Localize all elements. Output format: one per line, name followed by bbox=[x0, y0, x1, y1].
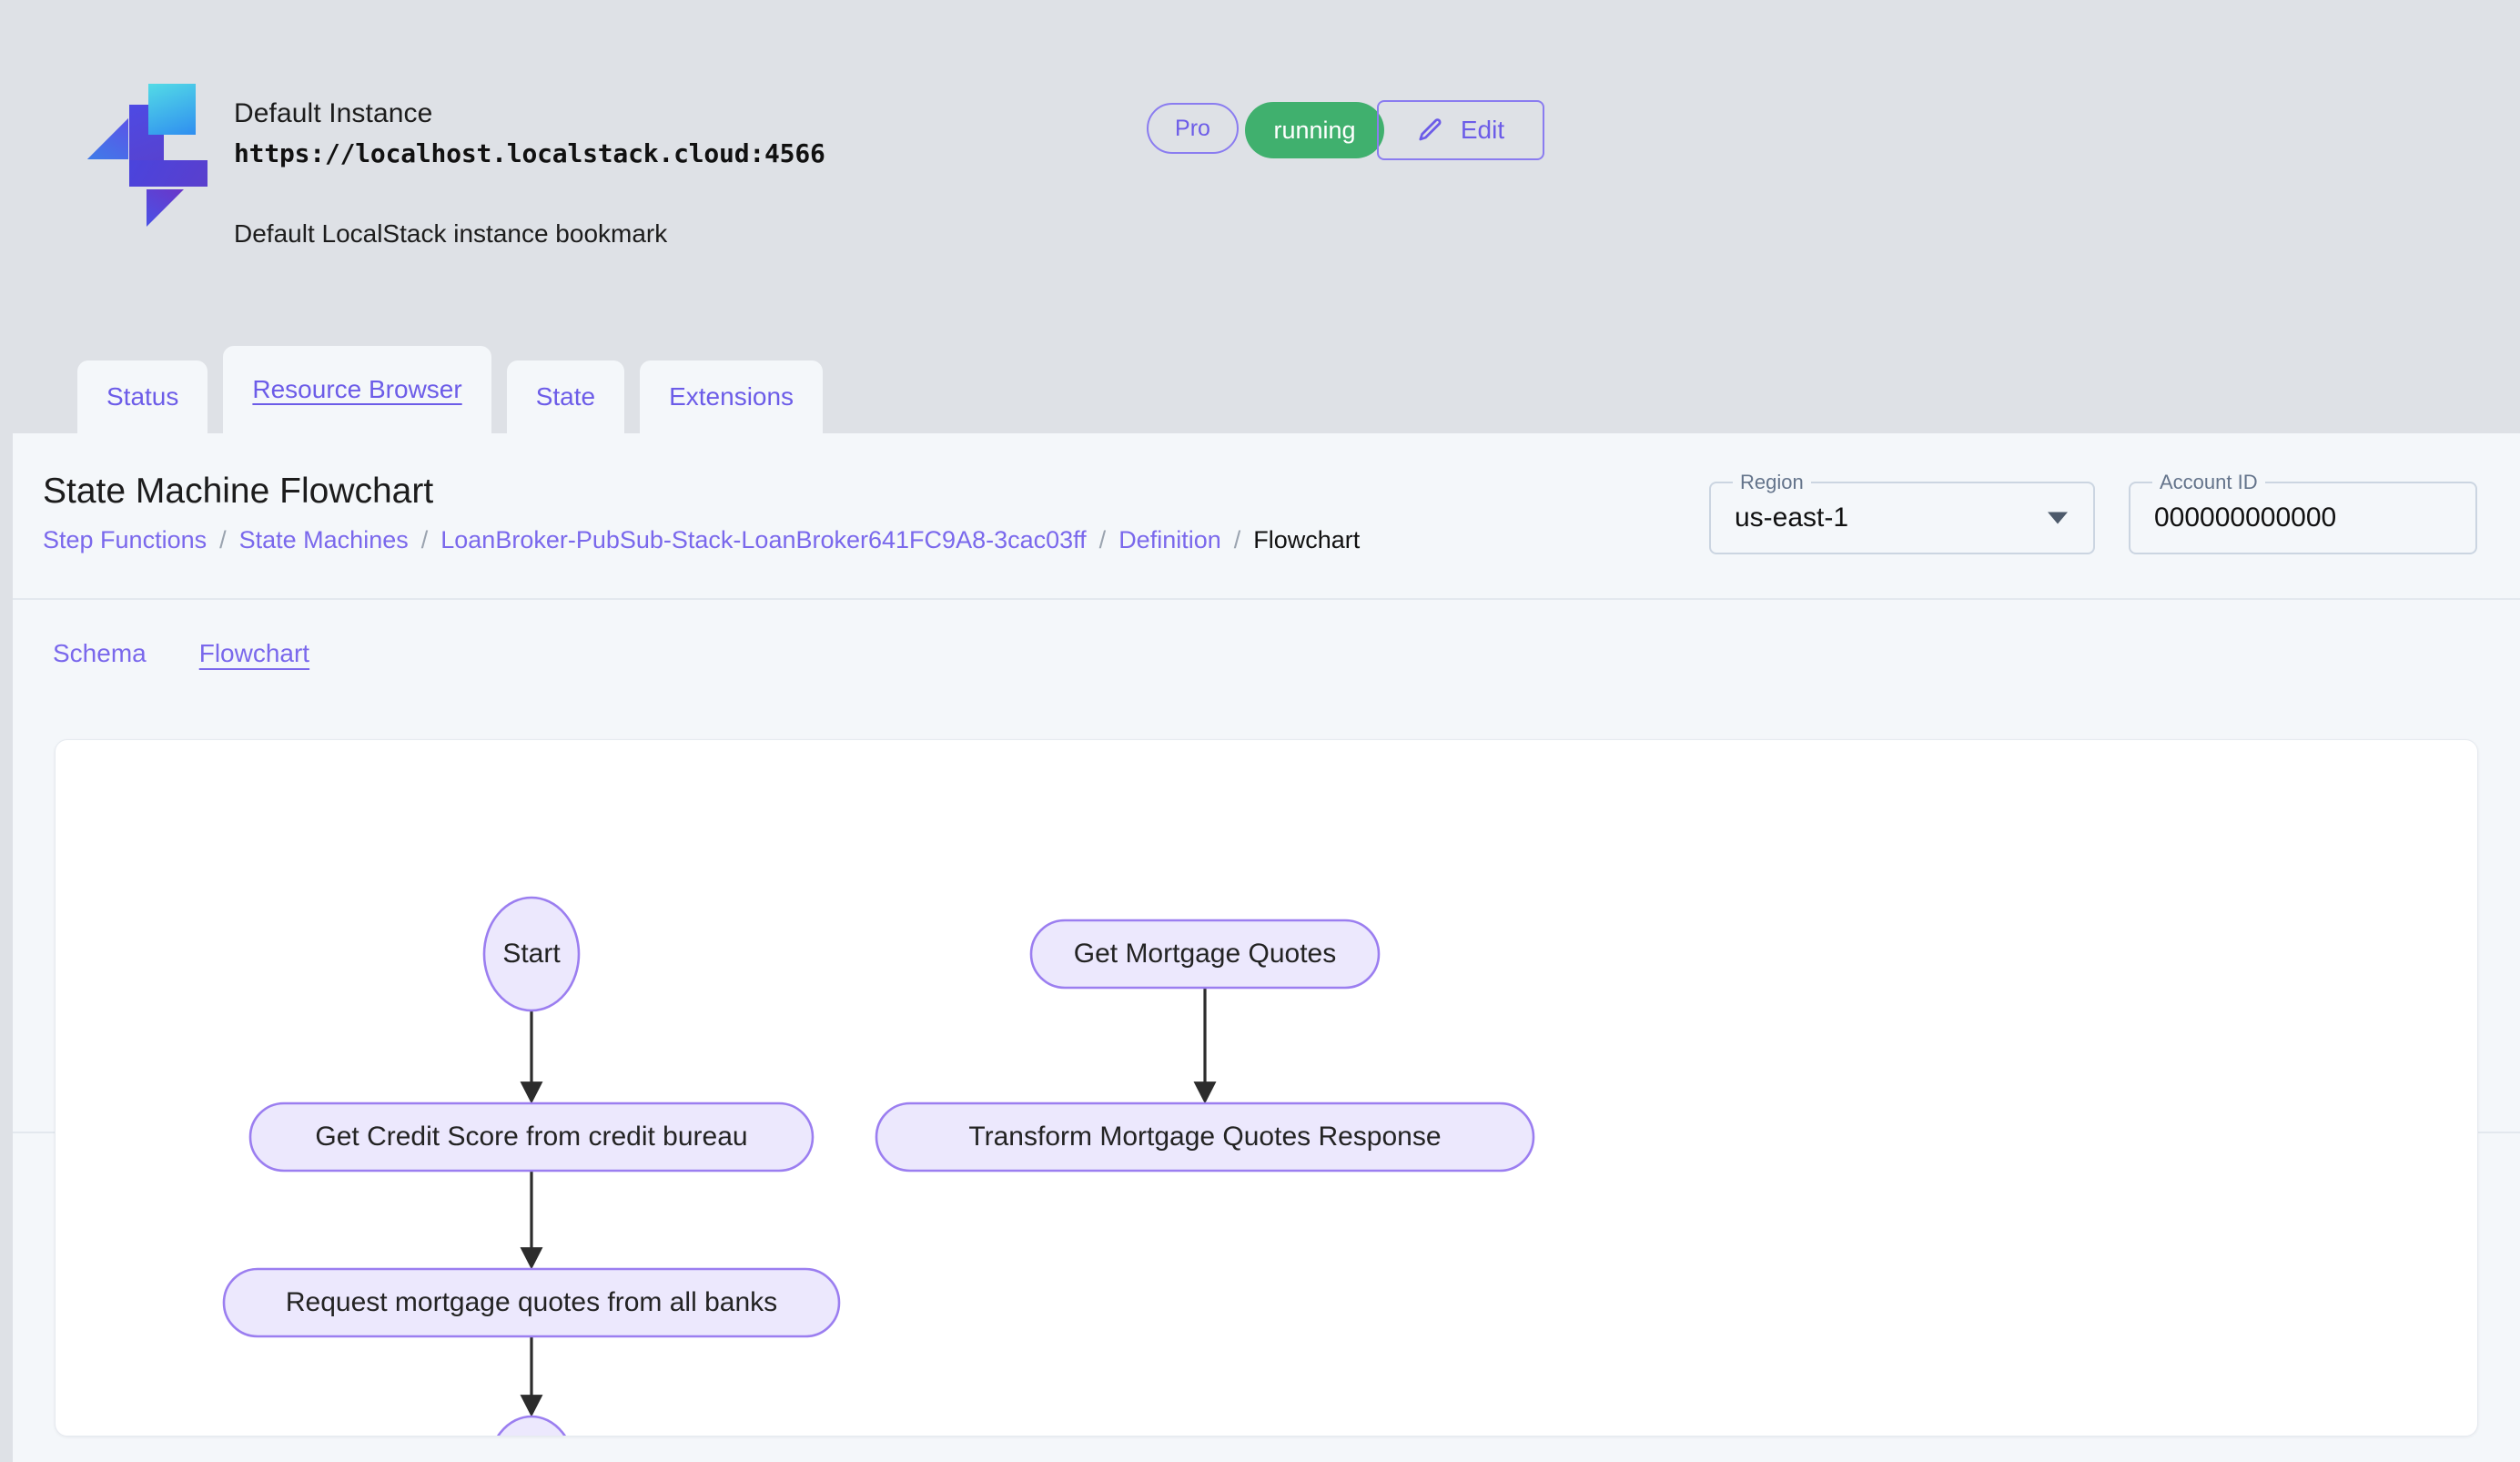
breadcrumb-state-machines[interactable]: State Machines bbox=[238, 526, 409, 553]
flow-node-label: Transform Mortgage Quotes Response bbox=[968, 1122, 1441, 1152]
tab-extensions[interactable]: Extensions bbox=[640, 360, 824, 433]
chevron-down-icon[interactable] bbox=[2048, 512, 2068, 524]
breadcrumb: Step Functions / State Machines / LoanBr… bbox=[43, 526, 1360, 554]
breadcrumb-separator: / bbox=[1233, 526, 1241, 553]
breadcrumb-separator: / bbox=[219, 526, 227, 553]
instance-endpoint-url: https://localhost.localstack.cloud:4566 bbox=[234, 138, 825, 168]
flow-node-label: Get Mortgage Quotes bbox=[1074, 939, 1337, 969]
flow-node[interactable]: Get Mortgage Quotes bbox=[1029, 919, 1381, 990]
flow-edges bbox=[520, 988, 1217, 1417]
instance-name: Default Instance bbox=[234, 98, 433, 128]
flow-node-shape bbox=[248, 1102, 815, 1173]
flow-node-label: Start bbox=[502, 939, 561, 969]
sub-tab-strip: Schema Flowchart bbox=[53, 639, 309, 668]
flow-node-label: Get Credit Score from credit bureau bbox=[315, 1122, 747, 1152]
flow-node[interactable]: Get Credit Score from credit bureau bbox=[248, 1102, 815, 1173]
logo-l-foot bbox=[129, 160, 207, 187]
tab-status[interactable]: Status bbox=[77, 360, 208, 433]
region-label: Region bbox=[1733, 471, 1811, 494]
breadcrumb-separator: / bbox=[1098, 526, 1107, 553]
flow-node-shape bbox=[1029, 919, 1381, 990]
edit-button[interactable]: Edit bbox=[1377, 100, 1544, 160]
flow-node[interactable]: Request mortgage quotes from all banks bbox=[222, 1267, 841, 1338]
flow-node-shape bbox=[222, 1267, 841, 1338]
page-title: State Machine Flowchart bbox=[43, 472, 434, 511]
flow-node-shape bbox=[482, 896, 581, 1012]
pencil-icon bbox=[1417, 117, 1444, 144]
logo-triangle-lower bbox=[147, 189, 184, 227]
flow-node-shape bbox=[496, 1415, 567, 1436]
flow-node[interactable]: Transform Mortgage Quotes Response bbox=[875, 1102, 1535, 1173]
flow-node-label: Request mortgage quotes from all banks bbox=[286, 1287, 777, 1317]
breadcrumb-separator: / bbox=[420, 526, 429, 553]
region-select[interactable]: Region us-east-1 bbox=[1709, 471, 2095, 554]
instance-description: Default LocalStack instance bookmark bbox=[234, 219, 668, 248]
breadcrumb-step-functions[interactable]: Step Functions bbox=[43, 526, 207, 553]
flow-node-shape bbox=[875, 1102, 1535, 1173]
logo-square bbox=[148, 84, 196, 135]
flow-node[interactable]: End bbox=[488, 1415, 575, 1437]
tab-resource-browser[interactable]: Resource Browser bbox=[223, 346, 491, 433]
logo-triangle-upper bbox=[87, 118, 128, 159]
account-id-value: 000000000000 bbox=[2154, 503, 2337, 533]
subtab-schema[interactable]: Schema bbox=[53, 639, 147, 667]
pro-badge[interactable]: Pro bbox=[1147, 103, 1239, 154]
page-header bbox=[13, 433, 2520, 600]
status-badge[interactable]: running bbox=[1245, 102, 1384, 158]
region-value: us-east-1 bbox=[1735, 503, 1849, 533]
localstack-logo-icon bbox=[86, 80, 207, 227]
edit-button-label: Edit bbox=[1460, 116, 1505, 144]
subtab-flowchart[interactable]: Flowchart bbox=[198, 639, 310, 667]
main-tab-strip: Status Resource Browser State Extensions bbox=[0, 346, 824, 433]
breadcrumb-flowchart: Flowchart bbox=[1253, 526, 1361, 553]
tab-state[interactable]: State bbox=[506, 360, 625, 433]
breadcrumb-definition[interactable]: Definition bbox=[1118, 526, 1221, 553]
account-id-field[interactable]: Account ID 000000000000 bbox=[2129, 471, 2477, 554]
account-id-label: Account ID bbox=[2152, 471, 2265, 494]
breadcrumb-state-machine-name[interactable]: LoanBroker-PubSub-Stack-LoanBroker641FC9… bbox=[440, 526, 1087, 553]
flow-node[interactable]: Start bbox=[482, 896, 581, 1012]
